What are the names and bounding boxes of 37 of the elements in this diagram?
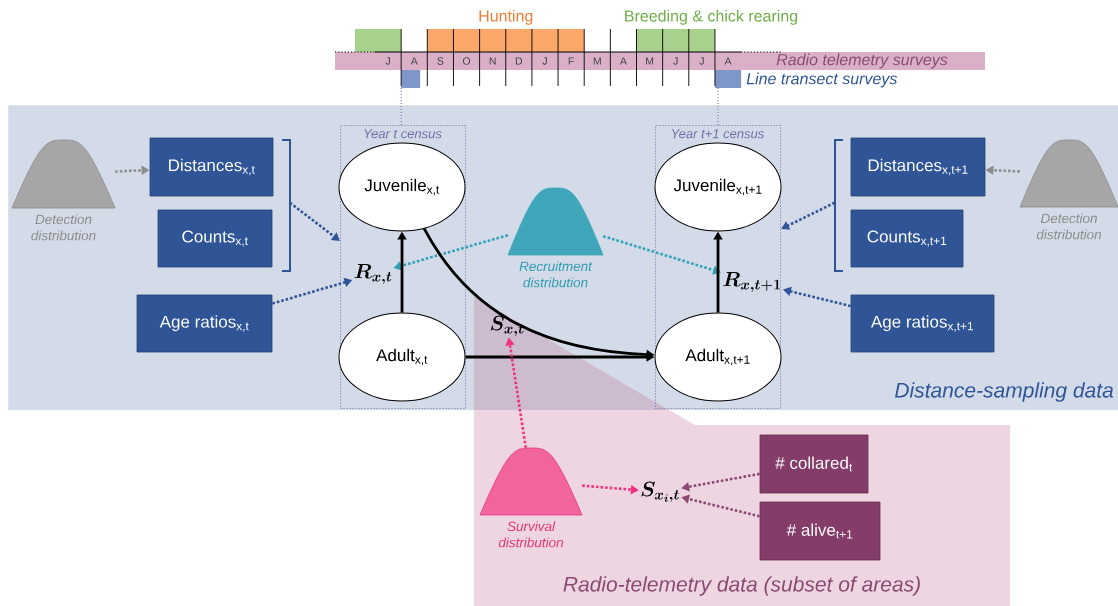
month-label: N: [489, 57, 496, 65]
month-label: A: [724, 57, 732, 65]
parameter-symbol: $R_{x,t}$: [354, 263, 392, 285]
data-box: Age ratios$_{x,t}$: [136, 294, 273, 353]
data-box: Counts$_{x,t+1}$: [850, 209, 964, 268]
data-box: Age ratios$_{x,t+1}$: [850, 294, 995, 353]
data-box: Distances$_{x,t+1}$: [850, 137, 986, 197]
month-label: O: [462, 57, 471, 65]
month-label: J: [673, 57, 678, 65]
arrow: [289, 201, 340, 241]
month-label: J: [385, 57, 390, 65]
distribution-caption: Survival distribution: [498, 521, 564, 548]
distribution-caption: Detection distribution: [1036, 213, 1102, 240]
parameter-symbol: $R_{x,t+1}$: [723, 271, 781, 293]
arrow: [781, 201, 836, 230]
month-label: D: [515, 57, 523, 65]
month-label: M: [646, 57, 654, 65]
data-box: Counts$_{x,t}$: [157, 209, 273, 268]
arrow: [602, 234, 721, 275]
legend-label: Breeding & chick rearing: [625, 9, 798, 25]
data-box: Distances$_{x,t}$: [149, 137, 274, 197]
month-label: J: [699, 57, 704, 65]
distribution-caption: Recruitment distribution: [519, 261, 593, 288]
data-box: # alive$_{t+1}$: [759, 501, 881, 561]
parameter-symbol: $S_{x_i,t}$: [641, 481, 679, 503]
month-label: F: [568, 57, 574, 65]
legend-label: Line transect surveys: [746, 72, 898, 88]
month-label: M: [593, 57, 601, 65]
month-label: A: [619, 57, 627, 65]
month-label: J: [542, 57, 547, 65]
month-label: S: [437, 57, 444, 65]
legend-label: Radio telemetry surveys: [776, 53, 948, 69]
data-box: # collared$_{t}$: [759, 434, 869, 494]
month-label: A: [410, 57, 418, 65]
parameter-symbol: $S_{x,t}$: [490, 315, 524, 337]
distribution-caption: Detection distribution: [31, 214, 96, 241]
legend-label: Hunting: [479, 9, 533, 25]
